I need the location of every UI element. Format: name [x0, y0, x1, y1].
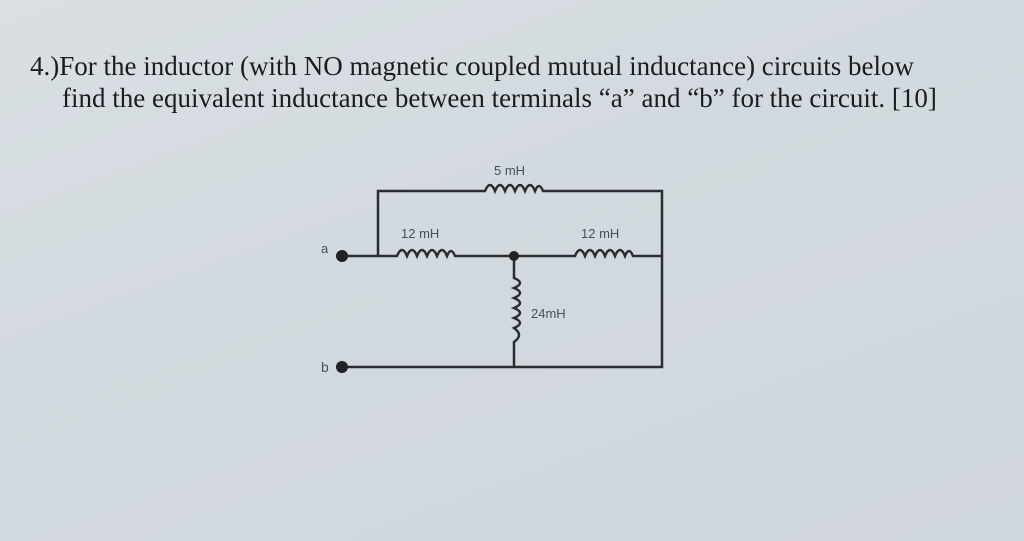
inductor-top-label: 5 mH — [494, 163, 525, 178]
question-number: 4.) — [30, 51, 60, 81]
inductor-left-label: 12 mH — [401, 226, 439, 241]
inductor-left-coil — [395, 248, 457, 260]
question-line-2: find the equivalent inductance between t… — [62, 83, 937, 113]
inductor-right-coil — [573, 248, 635, 260]
terminal-b-dot — [336, 361, 348, 373]
terminal-b-label: b — [321, 359, 329, 375]
inductor-middle-label: 24mH — [531, 306, 566, 321]
question-line-1-text: For the inductor (with NO magnetic coupl… — [59, 51, 915, 81]
wire-top-left — [376, 189, 485, 256]
question-text: 4.)For the inductor (with NO magnetic co… — [30, 50, 1010, 114]
wire-top-right — [342, 189, 664, 369]
question-line-1: 4.)For the inductor (with NO magnetic co… — [30, 50, 1010, 82]
inductor-middle-coil — [510, 276, 522, 344]
terminal-a-dot — [336, 250, 348, 262]
inductor-top-coil — [483, 183, 545, 195]
junction-node — [509, 251, 519, 261]
terminal-a-label: a — [321, 241, 329, 256]
inductor-right-label: 12 mH — [581, 226, 619, 241]
